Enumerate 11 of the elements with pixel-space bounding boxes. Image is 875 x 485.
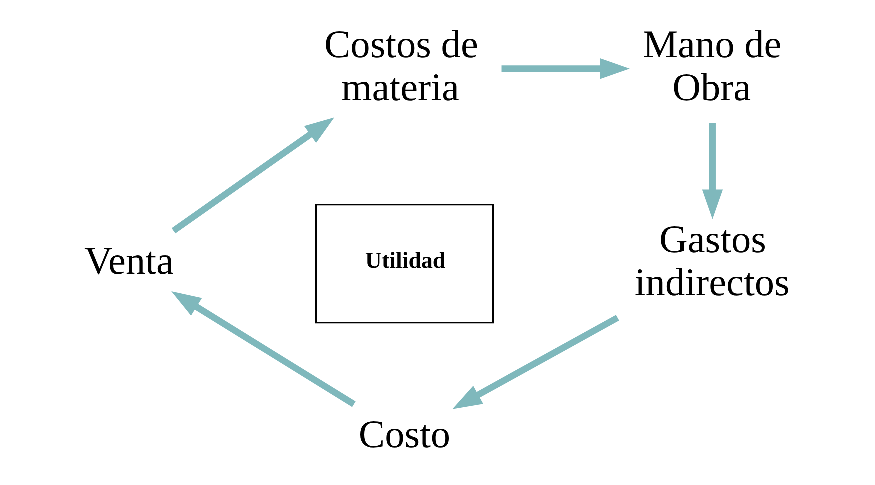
node-text: Mano de Obra: [643, 22, 782, 110]
node-text: Gastos indirectos: [634, 218, 790, 304]
node-box: Utilidad: [315, 204, 494, 324]
arrow: [452, 315, 620, 410]
node-text: Costos de materia: [324, 22, 478, 110]
node-text: Venta: [84, 238, 174, 283]
arrow: [172, 291, 356, 408]
arrow: [172, 118, 335, 234]
arrow: [502, 58, 630, 80]
arrow: [702, 123, 724, 220]
node-text: Costo: [358, 412, 451, 457]
